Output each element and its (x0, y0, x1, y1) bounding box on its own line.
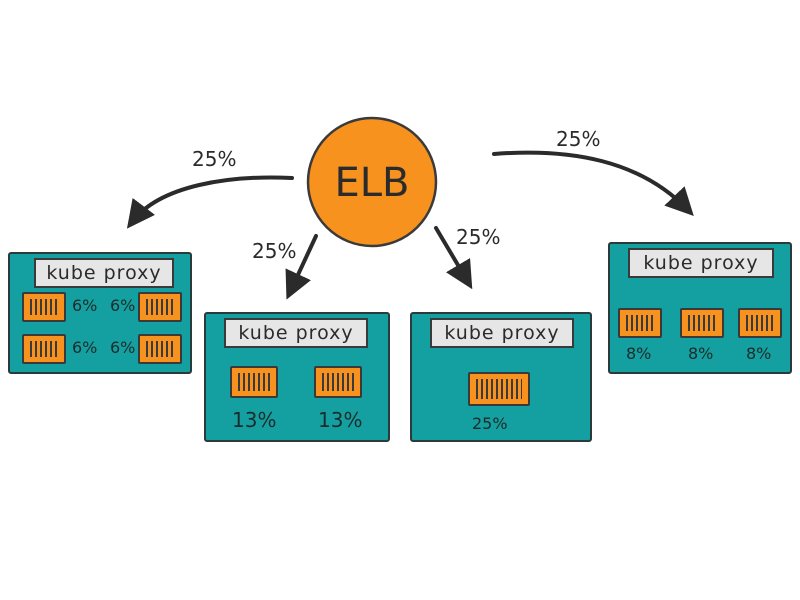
kube-proxy-label: kube proxy (628, 248, 774, 278)
arrow-far-right (492, 150, 694, 217)
pod (22, 292, 66, 322)
arrow-mid-left (285, 234, 318, 300)
elb-label: ELB (335, 160, 410, 206)
node-3: kube proxy 25% (410, 312, 592, 442)
node-1: kube proxy 6% 6% 6% 6% (8, 252, 192, 374)
kube-proxy-label: kube proxy (430, 318, 574, 348)
pod (618, 308, 662, 338)
pod (738, 308, 782, 338)
elb-circle (306, 116, 438, 248)
node-4: kube proxy 8% 8% 8% (608, 242, 792, 374)
node-2: kube proxy 13% 13% (204, 312, 390, 442)
pod-traffic-percent: 6% (110, 338, 136, 357)
arrow-label-far-right: 25% (556, 127, 600, 151)
pod (22, 334, 66, 364)
pod-traffic-percent: 13% (318, 408, 363, 432)
arrow-label-far-left: 25% (192, 147, 236, 171)
pod-traffic-percent: 13% (232, 408, 277, 432)
kube-proxy-label: kube proxy (224, 318, 368, 348)
pod (680, 308, 724, 338)
pod-traffic-percent: 6% (110, 296, 136, 315)
arrow-label-mid-right: 25% (456, 225, 500, 249)
pod (230, 366, 278, 398)
arrow-far-left (126, 175, 294, 229)
pod-traffic-percent: 6% (72, 338, 98, 357)
pod-traffic-percent: 6% (72, 296, 98, 315)
pod-traffic-percent: 25% (472, 414, 508, 433)
pod-traffic-percent: 8% (626, 344, 652, 363)
pod (138, 334, 182, 364)
pod (314, 366, 362, 398)
pod (138, 292, 182, 322)
pod-traffic-percent: 8% (688, 344, 714, 363)
arrow-mid-right (434, 226, 473, 290)
pod (468, 372, 530, 406)
kube-proxy-label: kube proxy (34, 258, 174, 288)
arrow-label-mid-left: 25% (252, 239, 296, 263)
pod-traffic-percent: 8% (746, 344, 772, 363)
